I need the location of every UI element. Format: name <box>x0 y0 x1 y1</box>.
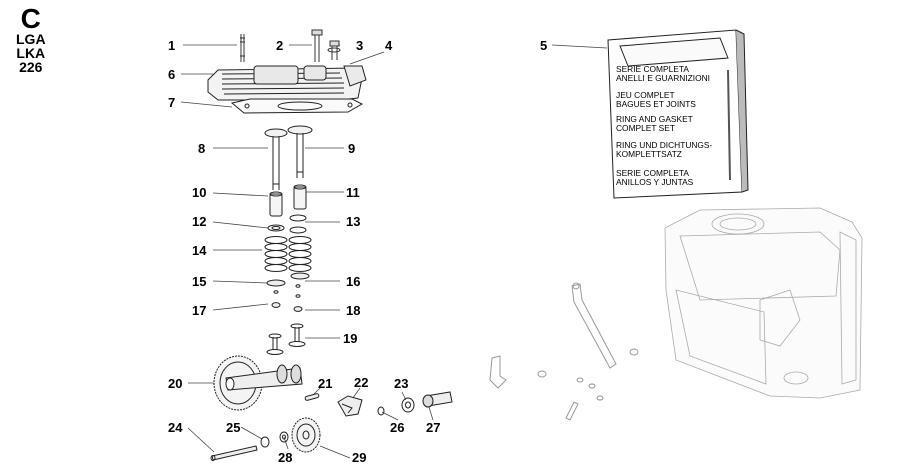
gasket-set-label: SERIE COMPLETA ANELLI E GUARNIZIONI JEU … <box>616 64 713 187</box>
valve-seal-right <box>289 214 307 234</box>
thrust-washer <box>401 397 415 413</box>
valve-seal-left <box>267 224 285 232</box>
crankcase <box>664 207 863 399</box>
idler-shaft <box>210 445 258 461</box>
governor-bracket <box>337 395 363 417</box>
bushing <box>422 391 453 408</box>
callout-2: 2 <box>276 38 283 53</box>
callout-27: 27 <box>426 420 440 435</box>
callout-26: 26 <box>390 420 404 435</box>
callout-29: 29 <box>352 450 366 465</box>
box-line-10: ANILLOS Y JUNTAS <box>616 177 694 187</box>
callout-1: 1 <box>168 38 175 53</box>
intake-valve <box>264 128 288 190</box>
callout-20: 20 <box>168 376 182 391</box>
valve-spring-left <box>264 236 288 272</box>
box-line-3: JEU COMPLET <box>616 90 675 100</box>
callout-13: 13 <box>346 214 360 229</box>
callout-25: 25 <box>226 420 240 435</box>
callout-22: 22 <box>354 375 368 390</box>
box-line-4: BAGUES ET JOINTS <box>616 99 696 109</box>
page-header: C LGA LKA 226 <box>16 3 46 75</box>
gasket-set-package <box>607 29 749 199</box>
box-line-7: RING UND DICHTUNGS- <box>616 140 713 150</box>
callout-numbers: 1 2 3 4 5 6 7 8 9 10 11 12 13 14 15 16 1… <box>168 38 547 465</box>
callout-4: 4 <box>385 38 393 53</box>
callout-18: 18 <box>346 303 360 318</box>
spring-retainer-right <box>290 272 310 280</box>
valve-collets-right <box>293 284 303 312</box>
lever-small-parts <box>489 348 639 421</box>
leader-lines <box>180 44 608 459</box>
idler-washer <box>279 431 289 443</box>
callout-21: 21 <box>318 376 332 391</box>
valve-guide-right <box>293 184 307 210</box>
callout-15: 15 <box>192 274 206 289</box>
callout-23: 23 <box>394 376 408 391</box>
callout-3: 3 <box>356 38 363 53</box>
tappet-left <box>266 333 284 355</box>
model-lga: LGA <box>16 31 46 47</box>
screw-with-washer <box>327 40 341 60</box>
head-gasket <box>230 98 364 114</box>
valve-spring-right <box>288 236 312 272</box>
exhaust-valve <box>287 125 313 178</box>
callout-9: 9 <box>348 141 355 156</box>
callout-28: 28 <box>278 450 292 465</box>
spring-retainer-left <box>266 279 286 287</box>
small-pin <box>304 393 320 401</box>
model-226: 226 <box>19 59 43 75</box>
cylinder-head <box>207 65 367 101</box>
callout-7: 7 <box>168 95 175 110</box>
camshaft-gear <box>213 355 303 411</box>
model-lka: LKA <box>16 45 46 61</box>
callout-19: 19 <box>343 331 357 346</box>
idler-gear <box>291 417 321 453</box>
callout-11: 11 <box>346 185 360 200</box>
callout-12: 12 <box>192 214 206 229</box>
callout-6: 6 <box>168 67 175 82</box>
callout-24: 24 <box>168 420 183 435</box>
callout-16: 16 <box>346 274 360 289</box>
long-bolt <box>311 29 323 62</box>
shaft-circlip <box>260 436 270 448</box>
section-letter: C <box>20 3 41 34</box>
tappet-right <box>288 323 306 347</box>
box-line-1: SERIE COMPLETA <box>616 64 689 74</box>
valve-guide-left <box>269 191 283 217</box>
callout-5: 5 <box>540 38 547 53</box>
governor-lever <box>571 282 617 369</box>
box-line-5: RING AND GASKET <box>616 114 693 124</box>
box-line-6: COMPLET SET <box>616 123 675 133</box>
callout-8: 8 <box>198 141 205 156</box>
stud-bolt <box>240 34 245 62</box>
box-line-2: ANELLI E GUARNIZIONI <box>616 73 710 83</box>
box-line-8: KOMPLETTSATZ <box>616 149 682 159</box>
valve-collets-left <box>271 290 281 308</box>
circlip <box>377 406 385 416</box>
box-line-9: SERIE COMPLETA <box>616 168 689 178</box>
callout-10: 10 <box>192 185 206 200</box>
callout-14: 14 <box>192 243 207 258</box>
callout-17: 17 <box>192 303 206 318</box>
